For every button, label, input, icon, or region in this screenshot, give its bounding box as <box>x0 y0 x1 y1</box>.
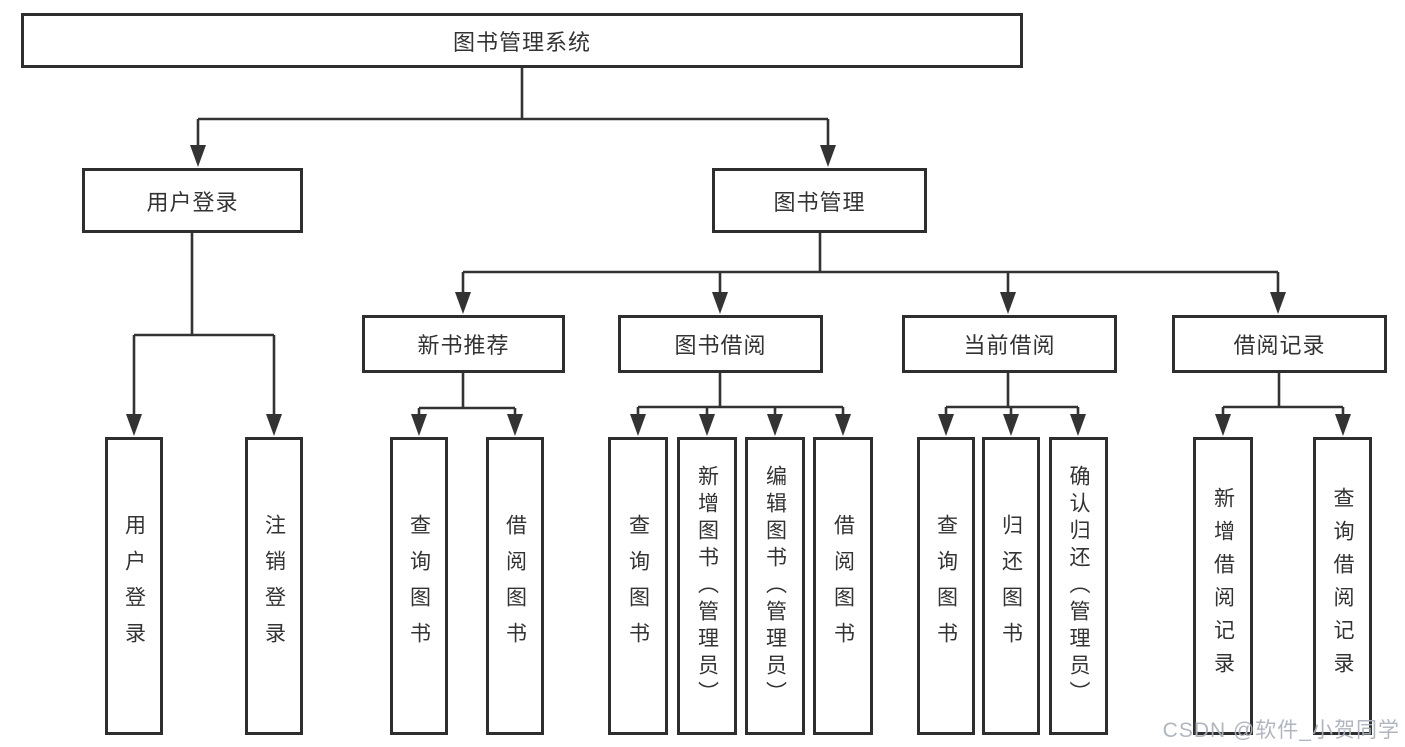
node-bb-edit-book: 编辑图书（管理员） <box>745 437 805 735</box>
node-borrow-records: 借阅记录 <box>1172 315 1387 373</box>
node-label: 归还图书 <box>999 514 1023 658</box>
node-label: 图书管理 <box>773 189 866 215</box>
node-current-borrow: 当前借阅 <box>902 315 1117 373</box>
node-label: 查询借阅记录 <box>1331 487 1354 685</box>
arrowhead-icon <box>266 414 282 436</box>
node-bb-add-book: 新增图书（管理员） <box>677 437 737 735</box>
arrowhead-icon <box>190 145 206 167</box>
arrowhead-icon <box>699 414 715 436</box>
csdn-watermark: CSDN @软件_小贺同学 <box>1162 719 1400 742</box>
node-cb-confirm-return: 确认归还（管理员） <box>1049 437 1108 735</box>
node-cb-query-book: 查询图书 <box>917 437 975 735</box>
arrowhead-icon <box>938 414 954 436</box>
arrowhead-icon <box>1335 414 1351 436</box>
node-label: 用户登录 <box>122 514 146 658</box>
node-bb-query-book: 查询图书 <box>608 437 668 735</box>
arrowhead-icon <box>767 414 783 436</box>
node-bb-borrow-book: 借阅图书 <box>813 437 873 735</box>
node-label: 借阅记录 <box>1233 333 1326 358</box>
arrowhead-icon <box>507 414 523 436</box>
arrowhead-icon <box>712 292 728 314</box>
node-cb-return-book: 归还图书 <box>982 437 1040 735</box>
arrowhead-icon <box>1070 414 1086 436</box>
arrowhead-icon <box>1000 292 1016 314</box>
node-label: 查询图书 <box>626 514 650 658</box>
arrowhead-icon <box>1003 414 1019 436</box>
node-label: 确认归还（管理员） <box>1067 464 1090 708</box>
node-leaf-login: 用户登录 <box>105 437 163 735</box>
node-label: 借阅图书 <box>831 514 855 658</box>
node-br-add-record: 新增借阅记录 <box>1193 437 1253 735</box>
node-label: 图书借阅 <box>674 333 767 358</box>
node-root: 图书管理系统 <box>21 13 1023 68</box>
arrowhead-icon <box>126 414 142 436</box>
arrowhead-icon <box>1270 292 1286 314</box>
arrowhead-icon <box>1215 414 1231 436</box>
arrowhead-icon <box>411 414 427 436</box>
node-book-borrow: 图书借阅 <box>618 315 823 373</box>
node-label: 当前借阅 <box>963 333 1056 358</box>
node-user-login: 用户登录 <box>82 168 303 233</box>
node-book-mgmt: 图书管理 <box>712 168 927 233</box>
arrowhead-icon <box>835 414 851 436</box>
node-label: 新增借阅记录 <box>1211 487 1235 685</box>
node-label: 新书推荐 <box>417 333 510 358</box>
node-leaf-logout: 注销登录 <box>245 437 303 735</box>
node-label: 图书管理系统 <box>452 29 591 55</box>
node-label: 查询图书 <box>934 514 958 658</box>
node-label: 编辑图书（管理员） <box>763 464 787 708</box>
node-new-book-rec: 新书推荐 <box>362 315 565 373</box>
arrowhead-icon <box>630 414 646 436</box>
node-rec-query-book: 查询图书 <box>390 437 448 735</box>
node-label: 用户登录 <box>146 189 239 215</box>
arrowhead-icon <box>820 145 836 167</box>
node-rec-borrow-book: 借阅图书 <box>486 437 544 735</box>
node-label: 借阅图书 <box>503 514 527 658</box>
node-label: 注销登录 <box>262 514 286 658</box>
arrowhead-icon <box>455 292 471 314</box>
node-label: 新增图书（管理员） <box>695 464 719 708</box>
node-br-query-record: 查询借阅记录 <box>1313 437 1372 735</box>
node-label: 查询图书 <box>407 514 431 658</box>
